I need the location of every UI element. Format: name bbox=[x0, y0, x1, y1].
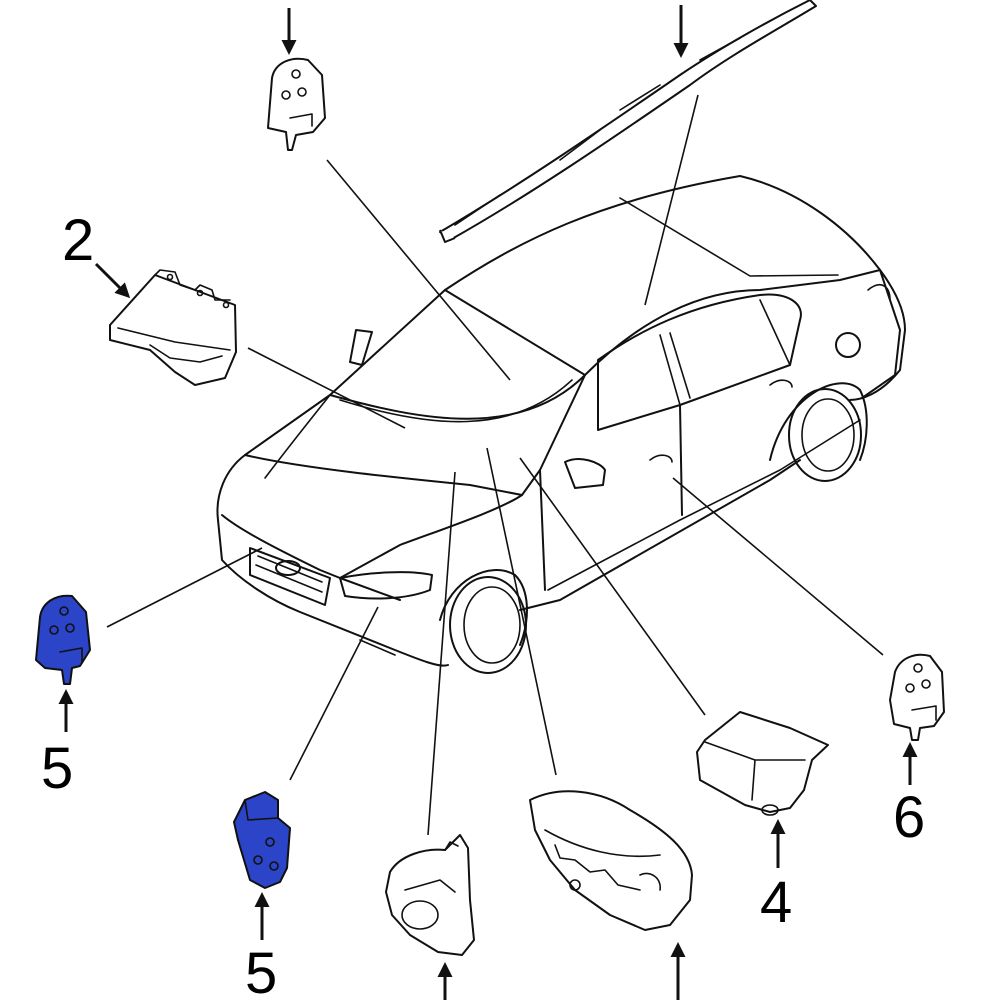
part-4-srs-control-module: 4 bbox=[696, 711, 829, 935]
highlighted-sensor-lower bbox=[233, 791, 291, 889]
callout-4: 4 bbox=[760, 870, 792, 935]
callout-6: 6 bbox=[893, 785, 925, 850]
leader-lines bbox=[106, 94, 884, 836]
side-impact-sensor-top bbox=[267, 8, 326, 151]
curtain-airbag bbox=[439, 0, 817, 243]
car-body bbox=[216, 175, 906, 674]
clock-spring bbox=[385, 834, 475, 1000]
part-5-front-impact-sensor-left: 5 bbox=[35, 594, 91, 801]
part-5-front-impact-sensor-lower: 5 bbox=[233, 791, 291, 1000]
callout-5-lower: 5 bbox=[245, 941, 277, 1000]
driver-airbag bbox=[529, 790, 693, 1000]
part-6-side-impact-sensor: 6 bbox=[889, 653, 945, 850]
highlighted-sensor-left bbox=[35, 594, 91, 685]
part-2-passenger-airbag bbox=[94, 262, 237, 386]
callout-5-upper: 5 bbox=[41, 736, 73, 801]
callout-2: 2 bbox=[62, 208, 94, 273]
